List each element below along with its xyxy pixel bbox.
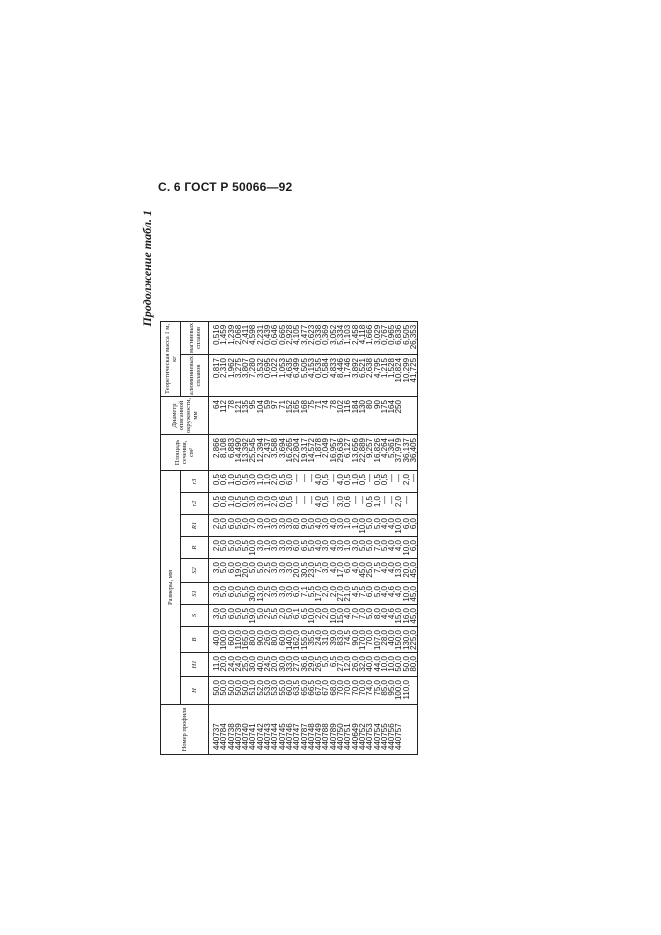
cell-alum: 41,725 [409,357,419,383]
cell-magn: 26,353 [409,324,419,350]
header-S2: S2 [180,558,209,583]
profiles-table: Номер профиля Размеры, мм Площадь сечени… [160,321,418,755]
header-profile: Номер профиля [160,704,209,755]
header-magn: магниевых сплавов [180,321,209,355]
rotated-table-block: Продолжение табл. 1 Номер профиля Размер… [140,210,460,755]
header-mass: Теоретическая масса 1 м, кг [160,321,181,397]
cell-profile: 440757 [394,723,404,750]
header-r2: r2 [180,492,209,515]
cell-area: 36,405 [409,438,419,463]
cell-H1: 80,0 [409,656,419,672]
header-S: S [180,604,209,627]
header-R: R [180,536,209,559]
cell-diameter: 250 [394,400,404,414]
header-S1: S1 [180,582,209,605]
header-H1: H1 [180,652,209,677]
cell-S2: 45,0 [409,562,419,578]
page-header: С. 6 ГОСТ Р 50066—92 [158,180,293,194]
header-B: B [180,626,209,653]
cell-R: 6,0 [409,540,419,552]
header-alum: алюминиевых сплавов [180,354,209,397]
header-sizes: Размеры, мм [160,470,181,705]
cell-r2: — [401,496,411,504]
header-diameter: Диаметр описанной окружности, мм [160,396,209,435]
header-R1: R1 [180,514,209,537]
cell-r3: — [409,474,419,482]
cell-S1: 45,0 [409,586,419,602]
cell-H: 110,0 [401,680,411,700]
header-r3: r3 [180,470,209,493]
cell-S: 45,0 [409,608,419,624]
cell-B: 225,0 [409,630,419,651]
continuation-caption: Продолжение табл. 1 [140,210,154,327]
header-area: Площадь сечения, см² [160,434,209,471]
header-H: H [180,676,209,705]
cell-R1: 6,0 [409,518,419,530]
